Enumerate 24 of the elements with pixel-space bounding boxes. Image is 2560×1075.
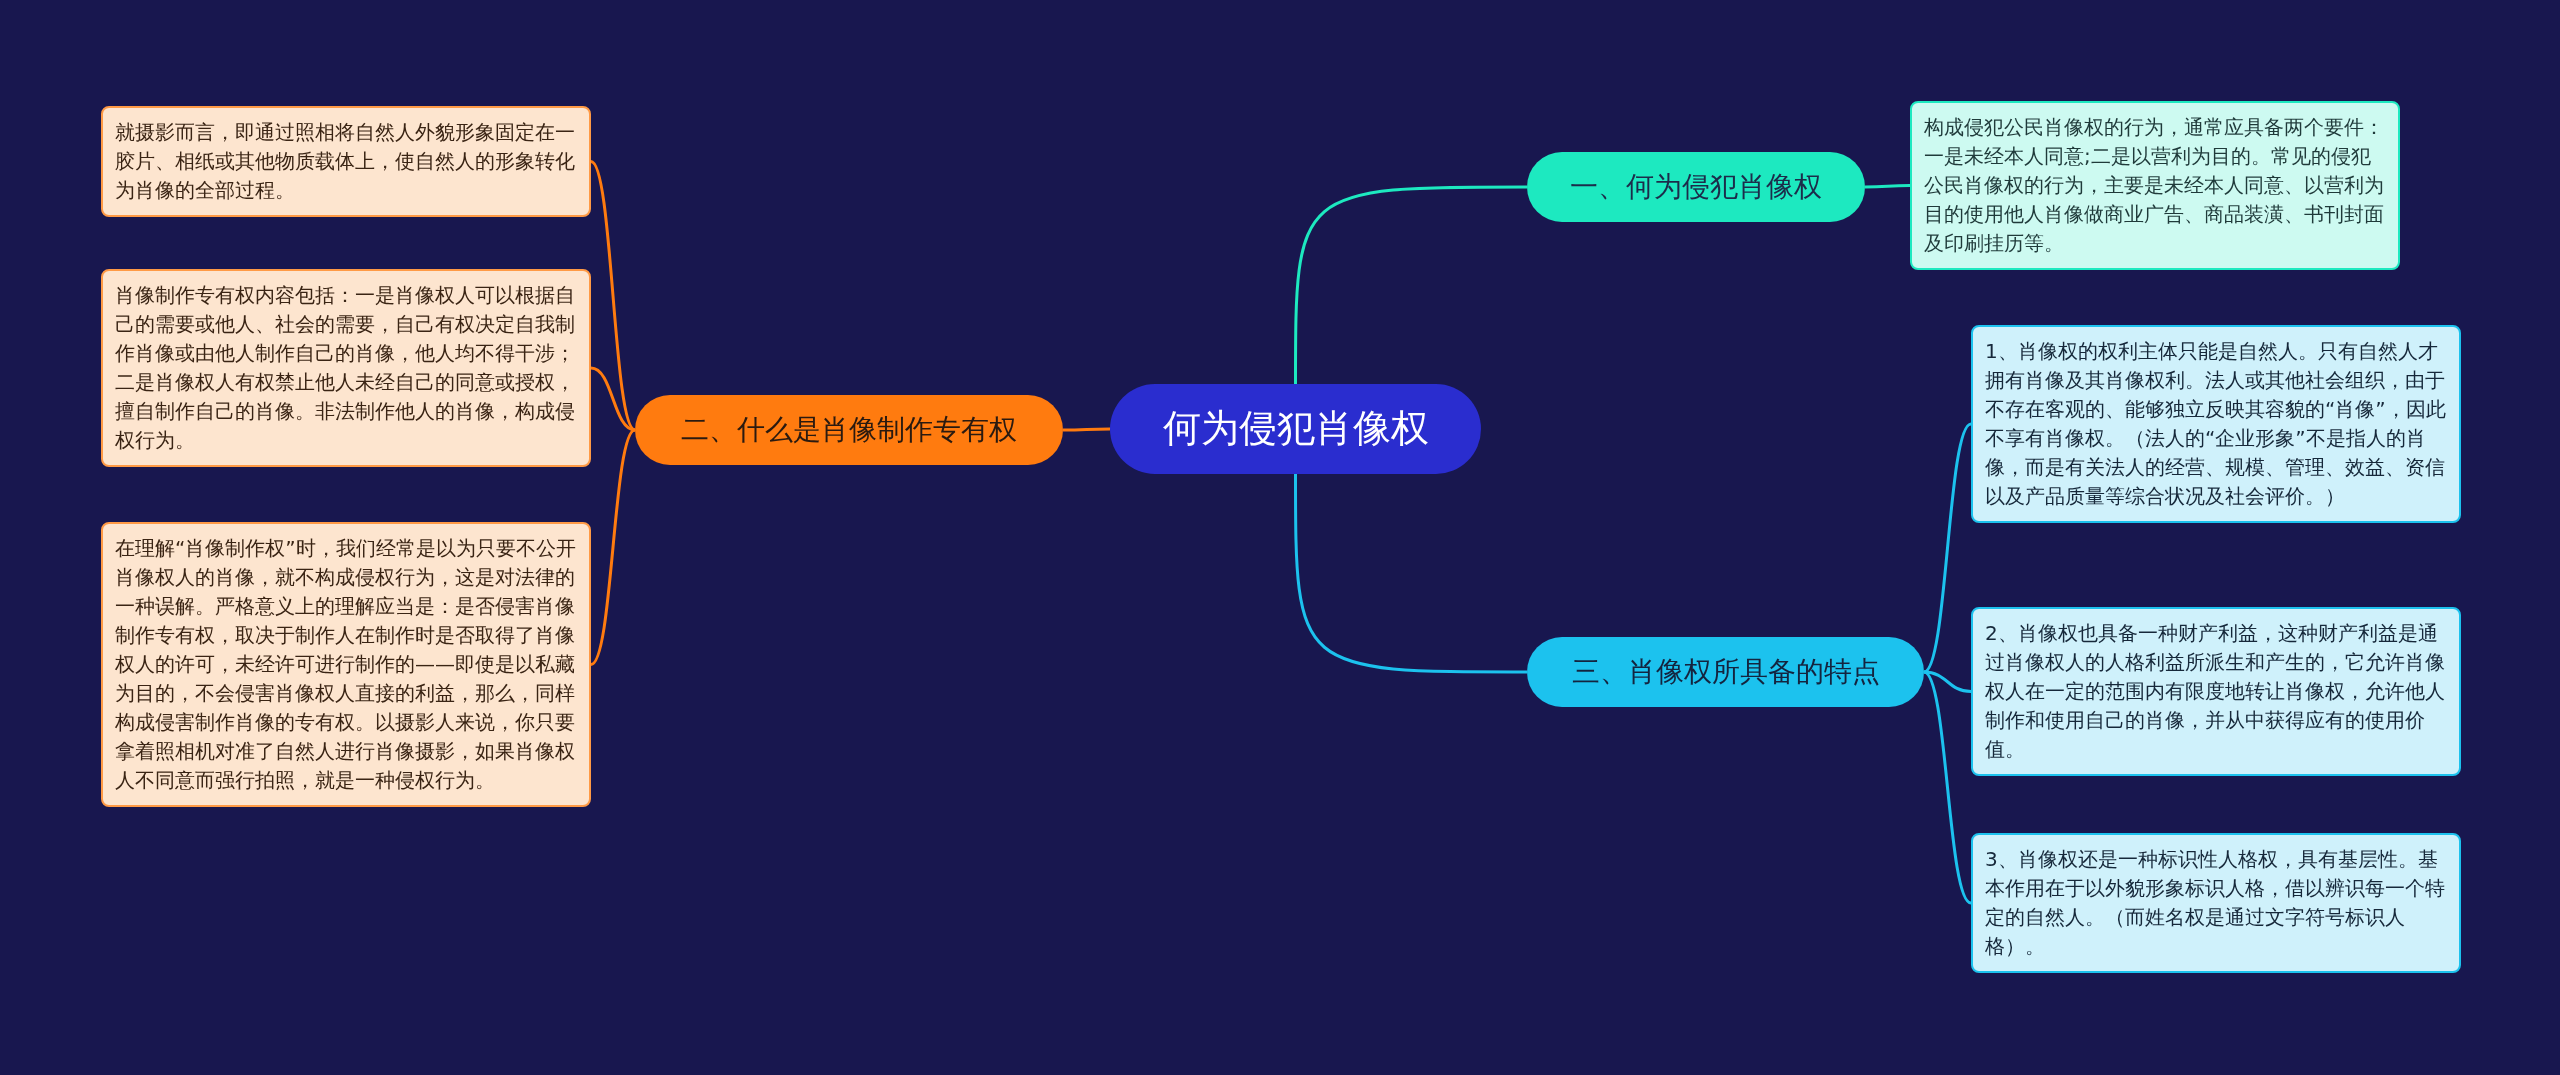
note-card bbox=[1910, 101, 2400, 270]
note-card bbox=[1971, 607, 2461, 776]
connector-line bbox=[1865, 184, 1910, 189]
note-text: 3、肖像权还是一种标识性人格权，具有基层性。基本作用在于以外貌形象标识人格，借以辨识每一个特定的自然人。（而姓名权是通过文字符号标识人格）。 bbox=[1985, 846, 2446, 960]
topic-text: 二、什么是肖像制作专有权 bbox=[681, 413, 1017, 447]
note-text: 就摄影而言，即通过照相将自然人外貌形象固定在一胶片、相纸或其他物质载体上，使自然人的形象转化为肖像的全部过程。 bbox=[115, 119, 576, 204]
connector-line bbox=[1923, 422, 1972, 674]
note-text: 1、肖像权的权利主体只能是自然人。只有自然人才拥有肖像及其肖像权利。法人或其他社会组织，由于不存在客观的、能够独立反映其容貌的“肖像”，因此不享有肖像权。（法人的“企业形象”不是指人的肖像，而是有关法人的经营、规模、管理、效益、资信以及产品质量等综合状况及社会评价。） bbox=[1985, 338, 2447, 510]
note-card bbox=[1971, 325, 2461, 523]
topic-text: 三、肖像权所具备的特点 bbox=[1571, 655, 1880, 689]
note-text: 构成侵犯公民肖像权的行为，通常应具备两个要件：一是未经本人同意;二是以营利为目的。常见的侵犯公民肖像权的行为，主要是未经本人同意、以营利为目的使用他人肖像做商业广告、商品装潢、书刊封面及印刷挂历等。 bbox=[1924, 114, 2385, 257]
note-card bbox=[101, 106, 591, 217]
note-text: 2、肖像权也具备一种财产利益，这种财产利益是通过肖像权人的人格利益所派生和产生的，它允许肖像权人在一定的范围内有限度地转让肖像权，允许他人制作和使用自己的肖像，并从中获得应有的使用价值。 bbox=[1985, 620, 2446, 763]
connector-line bbox=[1063, 427, 1110, 432]
note-card bbox=[101, 269, 591, 467]
connector-line bbox=[1923, 670, 1972, 905]
connector-line bbox=[590, 428, 636, 666]
note-card bbox=[1971, 833, 2461, 973]
connector-line bbox=[1294, 474, 1527, 674]
note-text: 肖像制作专有权内容包括：一是肖像权人可以根据自己的需要或他人、社会的需要，自己有权决定自我制作肖像或由他人制作自己的肖像，他人均不得干涉；二是肖像权人有权禁止他人未经自己的同意或授权，擅自制作自己的肖像。非法制作他人的肖像，构成侵权行为。 bbox=[115, 282, 576, 454]
topic-text: 何为侵犯肖像权 bbox=[1162, 406, 1429, 452]
note-text: 在理解“肖像制作权”时，我们经常是以为只要不公开肖像权人的肖像，就不构成侵权行为，这是对法律的一种误解。严格意义上的理解应当是：是否侵害肖像制作专有权，取决于制作人在制作时是否取得了肖像权人的许可，未经许可进行制作的——即使是以私藏为目的，不会侵害肖像权人直接的利益，那么，同样构成侵害制作肖像的专有权。以摄影人来说，你只要拿着照相机对准了自然人进行肖像摄影，如果肖像权人不同意而强行拍照，就是一种侵权行为。 bbox=[115, 535, 577, 794]
connector-line bbox=[1294, 185, 1527, 384]
topic-text: 一、何为侵犯肖像权 bbox=[1570, 170, 1822, 204]
